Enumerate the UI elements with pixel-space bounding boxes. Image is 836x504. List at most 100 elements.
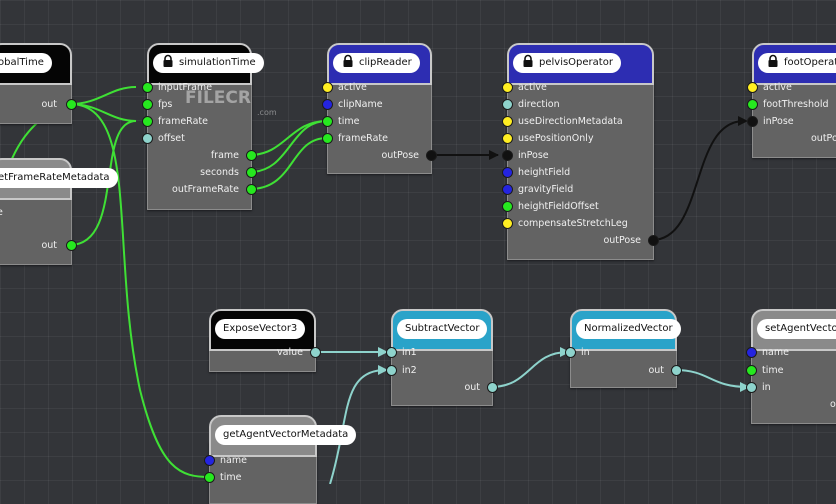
watermark-suffix: .com: [257, 108, 277, 117]
node-header[interactable]: setAgentVectorM: [751, 309, 836, 351]
node-title: obalTime: [0, 53, 52, 73]
port-label-height-field: heightField: [518, 167, 571, 178]
port-direction[interactable]: [502, 99, 513, 110]
port-label-frame-rate: frameRate: [158, 116, 208, 127]
node-header[interactable]: simulationTime: [147, 43, 264, 85]
port-out[interactable]: [487, 382, 498, 393]
port-label-seconds: seconds: [200, 167, 239, 178]
port-frame-rate[interactable]: [322, 133, 333, 144]
port-in-pose[interactable]: [502, 150, 513, 161]
port-label-frame: frame: [210, 150, 239, 161]
port-in1[interactable]: [386, 347, 397, 358]
port-label-out: out: [648, 365, 664, 376]
node-normalized-vector[interactable]: NormalizedVector in out: [565, 309, 682, 388]
port-in-pose[interactable]: [747, 116, 758, 127]
node-header[interactable]: pelvisOperator: [507, 43, 654, 85]
port-time[interactable]: [204, 472, 215, 483]
port-out[interactable]: [66, 99, 77, 110]
filecr-watermark: FILECR .com: [185, 88, 277, 117]
port-active[interactable]: [502, 82, 513, 93]
port-use-position-only[interactable]: [502, 133, 513, 144]
node-header[interactable]: footOperator: [752, 43, 836, 85]
port-active[interactable]: [747, 82, 758, 93]
port-label-value: value: [277, 347, 303, 358]
port-label-in1: in1: [402, 347, 417, 358]
node-title: footOperator: [758, 53, 836, 73]
wire-arrowhead-inpose: [489, 150, 499, 160]
port-offset[interactable]: [142, 133, 153, 144]
port-frame-rate[interactable]: [142, 116, 153, 127]
node-get-frame-rate-metadata[interactable]: etFrameRateMetadata e out: [0, 158, 118, 265]
port-label-time: time: [762, 365, 784, 376]
port-label-name: name: [220, 455, 247, 466]
port-height-field-offset[interactable]: [502, 201, 513, 212]
port-out[interactable]: [66, 240, 77, 251]
port-out-pose[interactable]: [648, 235, 659, 246]
node-title-text: clipReader: [359, 57, 412, 68]
port-fps[interactable]: [142, 99, 153, 110]
node-header[interactable]: NormalizedVector: [570, 309, 681, 351]
node-subtract-vector[interactable]: SubtractVector in1 in2 out: [386, 309, 498, 406]
node-title: setAgentVectorM: [757, 319, 836, 339]
node-header[interactable]: clipReader: [327, 43, 432, 85]
port-out-pose[interactable]: [426, 150, 437, 161]
port-label-foot-threshold: footThreshold: [763, 99, 829, 110]
port-seconds-out[interactable]: [246, 167, 257, 178]
port-label-out-pose: outPose: [381, 150, 419, 161]
port-compensate-stretch-leg[interactable]: [502, 218, 513, 229]
node-clip-reader[interactable]: clipReader active clipName time frameRat…: [322, 43, 437, 174]
node-header[interactable]: getAgentVectorMetadata: [209, 415, 357, 457]
port-foot-threshold[interactable]: [747, 99, 758, 110]
node-expose-vector3[interactable]: ExposeVector3 value: [209, 309, 321, 372]
node-global-time[interactable]: obalTime out: [0, 43, 77, 124]
port-in2[interactable]: [386, 365, 397, 376]
node-title-text: simulationTime: [179, 57, 256, 68]
port-use-direction-metadata[interactable]: [502, 116, 513, 127]
wire-seconds-to-time: [249, 120, 328, 173]
node-get-agent-vector-metadata[interactable]: getAgentVectorMetadata name time: [204, 415, 357, 504]
port-time[interactable]: [746, 365, 757, 376]
port-label-out: out: [41, 240, 57, 251]
wire-subtract-out-to-normalized-in: [490, 351, 569, 388]
port-label-out: out: [41, 99, 57, 110]
wire-frame-to-time: [249, 120, 328, 156]
node-title: SubtractVector: [397, 319, 488, 339]
node-header[interactable]: obalTime: [0, 43, 72, 85]
port-out[interactable]: [671, 365, 682, 376]
port-name[interactable]: [746, 347, 757, 358]
node-header[interactable]: SubtractVector: [391, 309, 493, 351]
node-title: ExposeVector3: [215, 319, 306, 339]
port-value-out[interactable]: [310, 347, 321, 358]
port-label-gravity-field: gravityField: [518, 184, 574, 195]
port-label-out-pose: outPose: [603, 235, 641, 246]
lock-icon: [768, 54, 778, 67]
port-label-active: active: [763, 82, 792, 93]
port-gravity-field[interactable]: [502, 184, 513, 195]
node-title: etFrameRateMetadata: [0, 168, 118, 188]
port-clip-name[interactable]: [322, 99, 333, 110]
port-label-use-position-only: usePositionOnly: [518, 133, 594, 144]
port-label-out: out: [464, 382, 480, 393]
node-header[interactable]: etFrameRateMetadata: [0, 158, 118, 200]
port-name[interactable]: [204, 455, 215, 466]
node-header[interactable]: ExposeVector3: [209, 309, 316, 351]
port-in[interactable]: [746, 382, 757, 393]
port-active[interactable]: [322, 82, 333, 93]
wire-pelvis-outpose-to-foot-inpose: [651, 120, 745, 241]
lock-icon: [163, 54, 173, 67]
port-time[interactable]: [322, 116, 333, 127]
port-input-frame[interactable]: [142, 82, 153, 93]
port-frame-out[interactable]: [246, 150, 257, 161]
port-height-field[interactable]: [502, 167, 513, 178]
wire-normalized-out-to-setagent-in: [674, 369, 749, 388]
node-set-agent-vector-metadata[interactable]: setAgentVectorM name time in o: [746, 309, 836, 424]
port-in[interactable]: [565, 347, 576, 358]
port-label-input-frame: inputFrame: [158, 82, 213, 93]
port-label-active: active: [338, 82, 367, 93]
port-out-frame-rate[interactable]: [246, 184, 257, 195]
port-label-in-pose: inPose: [518, 150, 549, 161]
wire-globaltime-out-to-framerate: [69, 103, 137, 122]
port-label-in2: in2: [402, 365, 417, 376]
node-foot-operator[interactable]: footOperator active footThreshold inPose…: [747, 43, 836, 158]
node-pelvis-operator[interactable]: pelvisOperator active direction useDirec…: [502, 43, 659, 260]
